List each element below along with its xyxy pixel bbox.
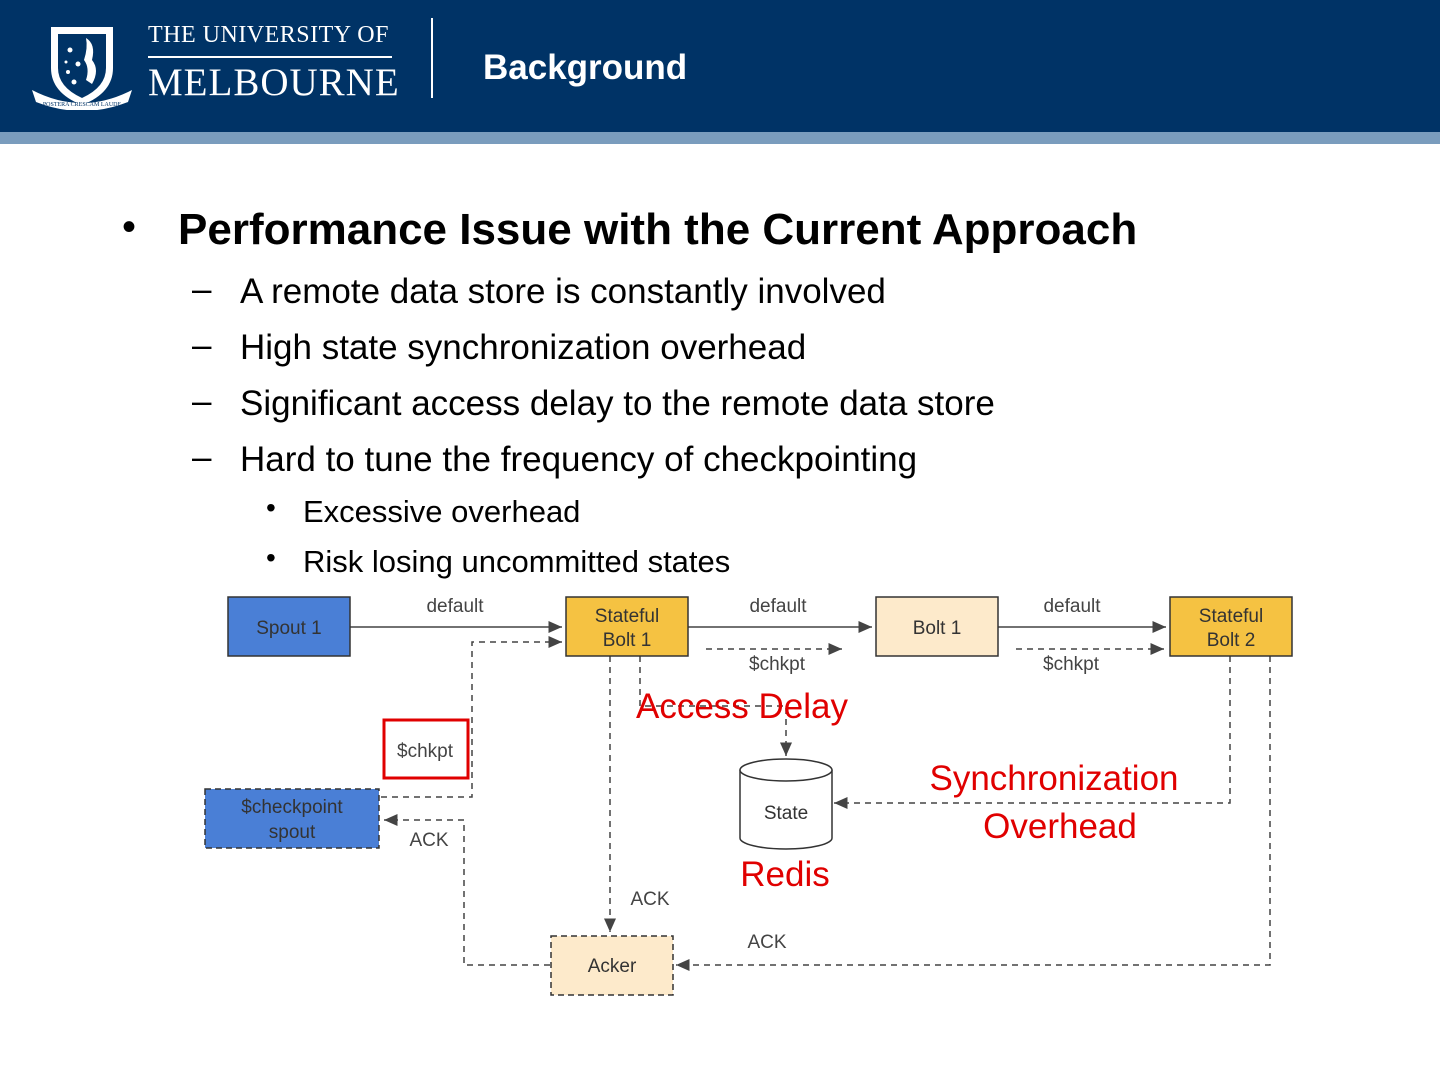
edge-label-ack: ACK <box>630 889 669 910</box>
annotation-sync-overhead: Overhead <box>983 807 1137 846</box>
logo-text-line1: THE UNIVERSITY OF <box>148 22 389 48</box>
node-checkpoint-spout <box>204 788 380 849</box>
node-stateful-bolt2-label: Stateful <box>1199 606 1263 627</box>
edge-acker-to-checkpointspout <box>384 814 550 966</box>
header-stripe <box>0 132 1440 144</box>
node-stateful-bolt1 <box>565 596 689 657</box>
slide-title: Background <box>483 48 688 87</box>
dash-marker: – <box>192 270 212 309</box>
chkpt-highlight-label: $chkpt <box>397 741 454 762</box>
node-state-label: State <box>764 803 808 824</box>
sub-bullet-item: Risk losing uncommitted states <box>303 544 731 579</box>
header-divider <box>431 18 433 98</box>
node-spout1 <box>227 596 351 657</box>
node-stateful-bolt2-label: Bolt 2 <box>1207 630 1256 651</box>
edge-label-default: default <box>749 596 807 617</box>
edge-label-chkpt: $chkpt <box>1043 654 1100 675</box>
node-stateful-bolt2 <box>1169 596 1293 657</box>
node-stateful-bolt1-label: Bolt 1 <box>603 630 652 651</box>
edge-label-chkpt: $chkpt <box>749 654 806 675</box>
bullet-item: Significant access delay to the remote d… <box>240 384 995 423</box>
bullet-item: High state synchronization overhead <box>240 328 807 367</box>
logo-rule <box>148 56 392 58</box>
bullet-marker: • <box>122 205 137 249</box>
node-checkpoint-spout-label: spout <box>269 822 316 843</box>
node-acker <box>550 935 674 996</box>
chkpt-highlight-box <box>382 718 470 780</box>
annotation-sync-overhead: Synchronization <box>929 759 1178 798</box>
annotation-access-delay: Access Delay <box>636 687 849 726</box>
node-bolt1-label: Bolt 1 <box>913 618 962 639</box>
sub-bullet-item: Excessive overhead <box>303 494 581 529</box>
edge-statefulbolt2-to-acker <box>676 656 1271 971</box>
sub-bullet-marker: • <box>266 492 276 523</box>
node-acker-label: Acker <box>588 956 637 977</box>
edge-label-ack: ACK <box>747 932 786 953</box>
edge-statefulbolt1-to-state <box>639 656 792 756</box>
node-state-cylinder: State <box>739 758 833 850</box>
bullet-item: A remote data store is constantly involv… <box>240 272 886 311</box>
node-spout1-label: Spout 1 <box>256 618 322 639</box>
edge-label-default: default <box>1043 596 1101 617</box>
dash-marker: – <box>192 438 212 477</box>
header-bar: POSTERA CRESCAM LAUDE THE UNIVERSITY OF … <box>0 0 1440 132</box>
logo-text-line2: MELBOURNE <box>148 61 400 104</box>
sub-bullet-marker: • <box>266 542 276 573</box>
dash-marker: – <box>192 382 212 421</box>
node-stateful-bolt1-label: Stateful <box>595 606 659 627</box>
node-bolt1 <box>875 596 999 657</box>
node-checkpoint-spout-label: $checkpoint <box>241 797 343 818</box>
edge-label-ack: ACK <box>409 830 448 851</box>
bullet-item: Hard to tune the frequency of checkpoint… <box>240 440 918 479</box>
annotation-redis: Redis <box>740 855 829 894</box>
edge-statefulbolt2-to-state <box>834 656 1231 809</box>
edge-label-default: default <box>426 596 484 617</box>
university-crest-logo: POSTERA CRESCAM LAUDE <box>32 27 132 110</box>
dash-marker: – <box>192 326 212 365</box>
logo-motto: POSTERA CRESCAM LAUDE <box>43 102 122 108</box>
bullet-heading: Performance Issue with the Current Appro… <box>178 205 1138 254</box>
edge-checkpointspout-to-statefulbolt1 <box>381 636 562 798</box>
